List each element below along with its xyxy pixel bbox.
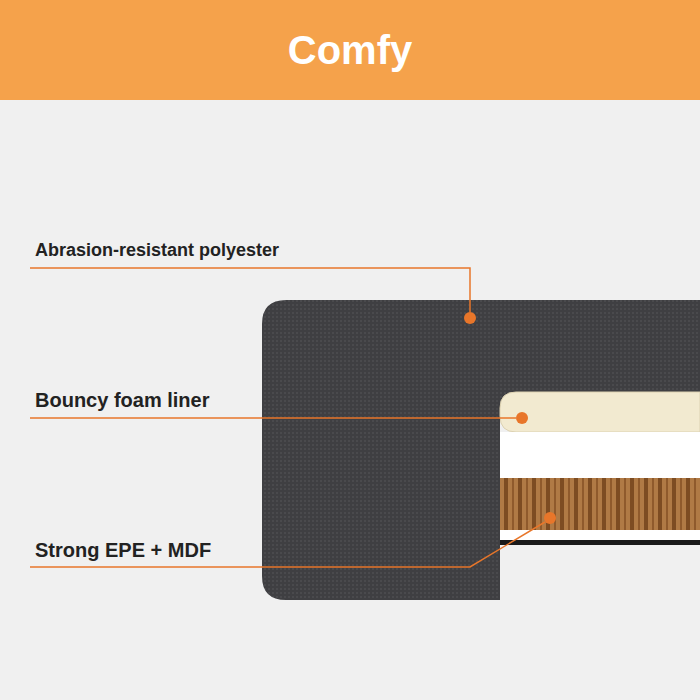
part-label: Strong EPE + MDF xyxy=(35,538,211,562)
foam-layer xyxy=(500,392,700,432)
part-label: Abrasion-resistant polyester xyxy=(35,238,279,262)
leader-dot xyxy=(516,412,528,424)
epe-layer xyxy=(500,432,700,478)
title: Comfy xyxy=(0,0,700,100)
header-band xyxy=(0,0,700,100)
fabric-cover xyxy=(262,300,700,600)
leader-dot xyxy=(544,512,556,524)
mdf-layer xyxy=(500,478,700,530)
leader-line xyxy=(30,268,470,312)
leader-line xyxy=(30,522,545,567)
base-edge xyxy=(500,540,700,545)
leader-dot xyxy=(464,312,476,324)
part-label: Bouncy foam liner xyxy=(35,388,209,412)
leader-line xyxy=(30,417,516,419)
